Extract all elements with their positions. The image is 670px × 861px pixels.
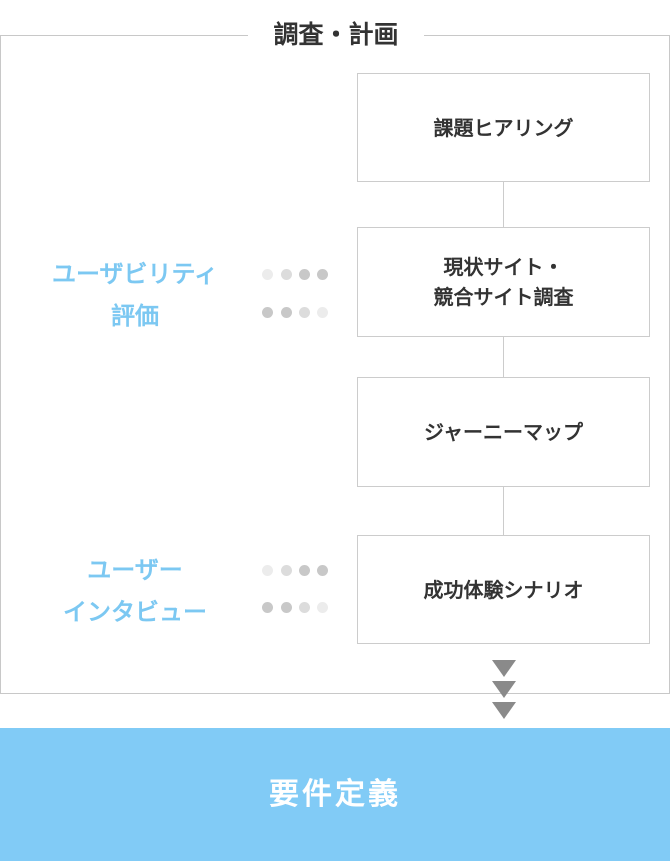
connector — [503, 487, 504, 535]
arrow-down-icon — [492, 660, 516, 677]
dot-indicator — [262, 565, 273, 576]
dot-indicator — [262, 307, 273, 318]
method-label: ユーザビリティ 評価 — [51, 260, 219, 330]
method-label: ユーザー インタビュー — [63, 556, 207, 626]
step-box: 成功体験シナリオ — [357, 535, 650, 644]
arrow-down-icon — [492, 681, 516, 698]
dot-indicator — [281, 269, 292, 280]
dot-indicator — [262, 269, 273, 280]
dot-indicator — [299, 602, 310, 613]
dot-indicator — [299, 269, 310, 280]
result-banner: 要件定義 — [0, 728, 670, 861]
phase-title: 調査・計画 — [248, 12, 424, 58]
dot-indicator — [281, 565, 292, 576]
step-box: 課題ヒアリング — [357, 73, 650, 182]
dot-indicator — [317, 307, 328, 318]
dot-indicator — [262, 602, 273, 613]
dot-indicator — [299, 307, 310, 318]
step-box: 現状サイト・ 競合サイト調査 — [357, 227, 650, 337]
connector — [503, 337, 504, 377]
arrow-down-icon — [492, 702, 516, 719]
dot-indicator — [281, 602, 292, 613]
dot-indicator — [317, 565, 328, 576]
dot-indicator — [317, 602, 328, 613]
step-box: ジャーニーマップ — [357, 377, 650, 487]
connector — [503, 182, 504, 227]
dot-indicator — [281, 307, 292, 318]
dot-indicator — [317, 269, 328, 280]
dot-indicator — [299, 565, 310, 576]
